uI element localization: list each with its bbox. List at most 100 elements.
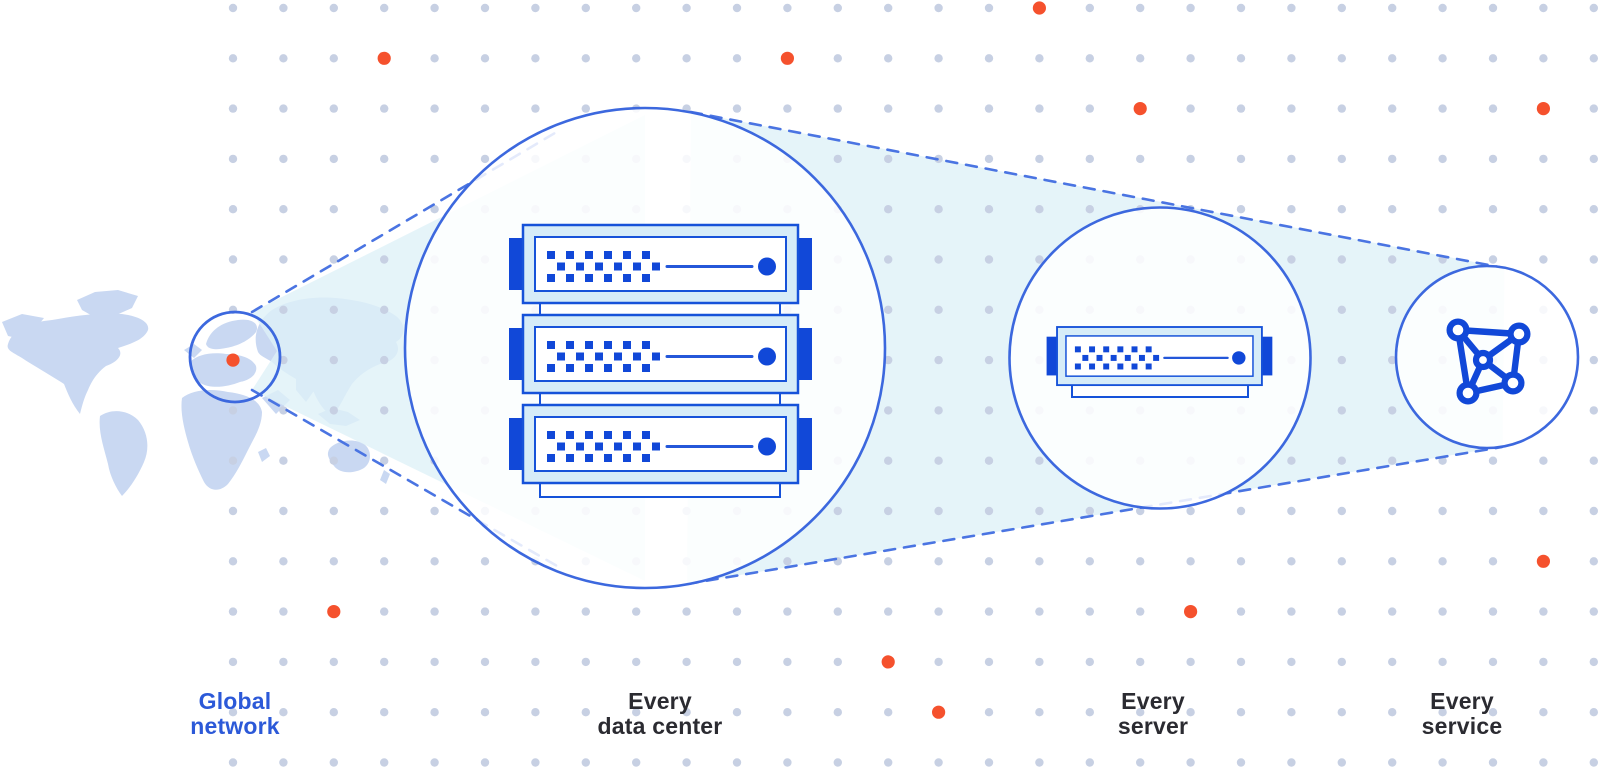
grid-dot [984, 657, 994, 667]
grid-dot [732, 657, 742, 667]
grid-dot [783, 3, 792, 13]
grid-dot [884, 708, 893, 717]
grid-dot [329, 255, 338, 264]
grid-dot [430, 54, 439, 63]
grid-dot [1488, 205, 1498, 214]
grid-dot [1035, 557, 1044, 566]
grid-dot [380, 758, 389, 767]
grid-dot [884, 607, 893, 616]
grid-dot [984, 557, 994, 566]
grid-dot [934, 758, 943, 767]
grid-dot [329, 54, 338, 63]
grid-dot [1589, 305, 1599, 314]
grid-dot [1337, 255, 1347, 264]
grid-dot [1488, 557, 1498, 566]
grid-dot [833, 506, 842, 516]
grid-dot [1337, 607, 1347, 616]
grid-dot [632, 657, 641, 667]
grid-dot [1488, 104, 1498, 113]
grid-dot [1287, 54, 1296, 63]
grid-dot [1035, 255, 1044, 264]
grid-dot [329, 205, 338, 214]
grid-dot [531, 657, 540, 667]
grid-dot [480, 758, 490, 767]
grid-dot [884, 54, 893, 63]
grid-dot [279, 54, 288, 63]
grid-dot [1186, 758, 1195, 767]
grid-dot [1589, 54, 1599, 63]
grid-dot [1388, 54, 1397, 63]
grid-dot [228, 205, 238, 214]
rack-connector [539, 392, 781, 406]
grid-dot [1337, 355, 1347, 365]
grid-dot [228, 54, 238, 63]
grid-dot [1085, 154, 1095, 164]
grid-dot [581, 3, 590, 13]
grid-dot [228, 104, 238, 113]
grid-dot [430, 657, 439, 667]
grid-dot [682, 758, 691, 767]
grid-dot [1085, 557, 1095, 566]
grid-dot [732, 3, 742, 13]
grid-dot [632, 607, 641, 616]
grid-dot [1287, 456, 1296, 465]
grid-dot [1035, 456, 1044, 465]
grid-dot-orange [881, 655, 895, 669]
continent-greenland [77, 290, 138, 318]
grid-dot [1388, 607, 1397, 616]
grid-dot [1589, 255, 1599, 264]
grid-dot [380, 3, 389, 13]
grid-dot [984, 406, 994, 415]
grid-dot [1186, 54, 1195, 63]
grid-dot [682, 657, 691, 667]
grid-dot [1539, 506, 1548, 516]
grid-dot [1589, 506, 1599, 516]
grid-dot [480, 607, 490, 616]
grid-dot [1438, 657, 1447, 667]
grid-dot [1085, 104, 1095, 113]
grid-dot [1035, 607, 1044, 616]
grid-dot [783, 607, 792, 616]
grid-dot [1136, 54, 1145, 63]
grid-dot [1539, 3, 1548, 13]
continent-europe-uk [184, 344, 202, 358]
grid-dot [934, 657, 943, 667]
grid-dot [380, 255, 389, 264]
grid-dot [329, 456, 338, 465]
grid-dot [833, 104, 842, 113]
grid-dot [884, 506, 893, 516]
grid-dot [531, 104, 540, 113]
grid-dot [884, 305, 893, 314]
grid-dot [934, 255, 943, 264]
grid-dot [934, 506, 943, 516]
caption-line: network [190, 713, 280, 739]
grid-dot [884, 355, 893, 365]
grid-dot [1236, 557, 1246, 566]
grid-dot [1337, 557, 1347, 566]
caption-every-data-center: Every data center [530, 689, 790, 739]
grid-dot [984, 758, 994, 767]
grid-dot [430, 557, 439, 566]
grid-dot [1488, 506, 1498, 516]
server-unit-icon-3 [507, 403, 814, 485]
grid-dot [279, 154, 288, 164]
grid-dot [430, 3, 439, 13]
grid-dot [1388, 205, 1397, 214]
grid-dot [1186, 104, 1195, 113]
caption-line: Every [1121, 688, 1185, 714]
grid-dot [1085, 607, 1095, 616]
grid-dot [228, 607, 238, 616]
grid-dot [1136, 557, 1145, 566]
grid-dot [279, 205, 288, 214]
grid-dot [884, 205, 893, 214]
grid-dot [783, 104, 792, 113]
grid-dot [1539, 758, 1548, 767]
grid-dot [833, 54, 842, 63]
grid-dot [380, 104, 389, 113]
caption-global-network: Global network [135, 689, 335, 739]
grid-dot [934, 205, 943, 214]
grid-dot [1438, 708, 1447, 717]
grid-dot [1035, 54, 1044, 63]
grid-dot [380, 406, 389, 415]
island-madagascar [258, 448, 270, 462]
